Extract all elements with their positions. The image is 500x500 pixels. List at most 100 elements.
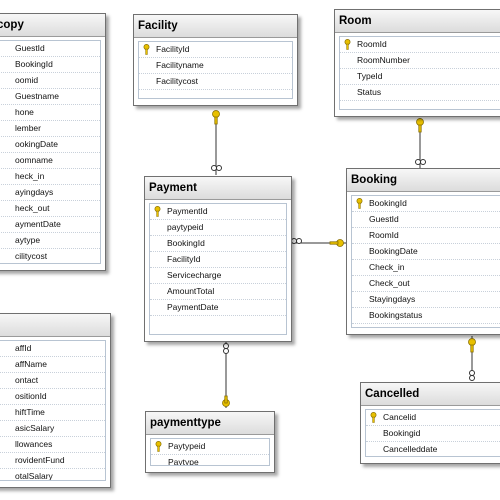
column-row[interactable]: Check_in [352,260,500,276]
column-row[interactable]: paytypeid [150,220,286,236]
column-row[interactable]: PaymentDate [150,300,286,316]
many-end-icon [223,348,229,354]
table-title[interactable]: Room [335,10,500,33]
column-name: Stayingdays [369,294,416,304]
column-row[interactable]: ositionId [0,389,105,405]
table-title[interactable]: Cancelled [361,383,500,406]
key-end-icon [329,239,344,247]
column-row[interactable]: Check_out [352,276,500,292]
column-row[interactable]: heck_in [0,169,100,185]
column-name: GuestId [15,43,45,53]
column-row[interactable]: Facilitycost [139,74,292,90]
column-name: PaymentId [167,206,208,216]
column-name: llowances [15,439,53,449]
many-end-icon [469,370,475,376]
column-row[interactable]: BookingId [352,196,500,212]
column-row[interactable]: Bookingstatus [352,308,500,324]
column-name: hiftTime [15,407,45,417]
column-name: BookingDate [369,246,418,256]
column-row[interactable]: Bookingid [366,426,500,442]
column-row[interactable]: Cancelleddate [352,324,500,327]
column-row[interactable]: llowances [0,437,105,453]
column-row[interactable]: oomname [0,153,100,169]
column-name: Cancelleddate [369,326,423,327]
column-row[interactable]: affName [0,357,105,373]
column-row[interactable]: Stayingdays [352,292,500,308]
column-row[interactable]: cilitycost [0,249,100,263]
table-title[interactable]: paymenttype [146,412,274,435]
column-row[interactable]: heck_out [0,201,100,217]
table-title[interactable]: copy [0,14,105,37]
many-end-icon [291,238,297,244]
column-name: oomid [15,75,39,85]
column-row[interactable]: GuestId [352,212,500,228]
table-title[interactable]: Payment [145,177,291,200]
column-name: heck_out [15,203,50,213]
column-row[interactable]: asicSalary [0,421,105,437]
column-row[interactable]: Status [340,85,500,101]
column-row[interactable]: FacilityId [139,42,292,58]
column-name: Status [357,87,382,97]
column-name: Cancelid [383,412,417,422]
column-name: ontact [15,375,39,385]
column-name: asicSalary [15,423,55,433]
column-row[interactable]: RoomId [352,228,500,244]
column-name: Check_out [369,278,410,288]
many-end-icon [415,159,421,165]
column-row[interactable]: aymentDate [0,217,100,233]
table-title[interactable]: Booking [347,169,500,192]
column-name: AmountTotal [167,286,215,296]
column-row[interactable]: RoomNumber [340,53,500,69]
column-row[interactable]: ontact [0,373,105,389]
column-row[interactable]: hiftTime [0,405,105,421]
column-name: RoomId [357,39,387,49]
column-row[interactable]: RoomId [340,37,500,53]
column-row[interactable]: PaymentId [150,204,286,220]
column-name: Guestname [15,91,59,101]
column-row[interactable]: rovidentFund [0,453,105,469]
column-row[interactable]: Servicecharge [150,268,286,284]
column-row[interactable]: aytype [0,233,100,249]
column-name: PaymentDate [167,302,219,312]
column-row[interactable]: Paytypeid [151,439,269,455]
column-row[interactable]: BookingDate [352,244,500,260]
column-row[interactable]: BookingId [150,236,286,252]
column-row[interactable]: lember [0,121,100,137]
column-row[interactable]: ayingdays [0,185,100,201]
column-name: RoomId [369,230,399,240]
column-row[interactable]: Guestname [0,89,100,105]
column-name: BookingId [167,238,205,248]
column-row[interactable]: Cancelleddate [366,442,500,456]
column-row[interactable]: Facilityname [139,58,292,74]
table-title[interactable] [0,314,110,337]
column-row[interactable]: Paytype [151,455,269,465]
table-title[interactable]: Facility [134,15,297,38]
column-row[interactable]: BookingId [0,57,100,73]
column-row[interactable]: GuestId [0,41,100,57]
column-row[interactable]: AmountTotal [150,284,286,300]
column-row[interactable]: oomid [0,73,100,89]
column-name: paytypeid [167,222,204,232]
column-row[interactable]: hone [0,105,100,121]
column-row[interactable]: ookingDate [0,137,100,153]
column-name: TypeId [357,71,383,81]
column-name: cilitycost [15,251,48,261]
column-row[interactable]: Cancelid [366,410,500,426]
column-row[interactable]: otalSalary [0,469,105,480]
column-row[interactable]: affId [0,341,105,357]
column-row[interactable]: TypeId [340,69,500,85]
primary-key-icon [155,441,162,452]
column-row[interactable]: FacilityId [150,252,286,268]
primary-key-icon [370,412,377,423]
